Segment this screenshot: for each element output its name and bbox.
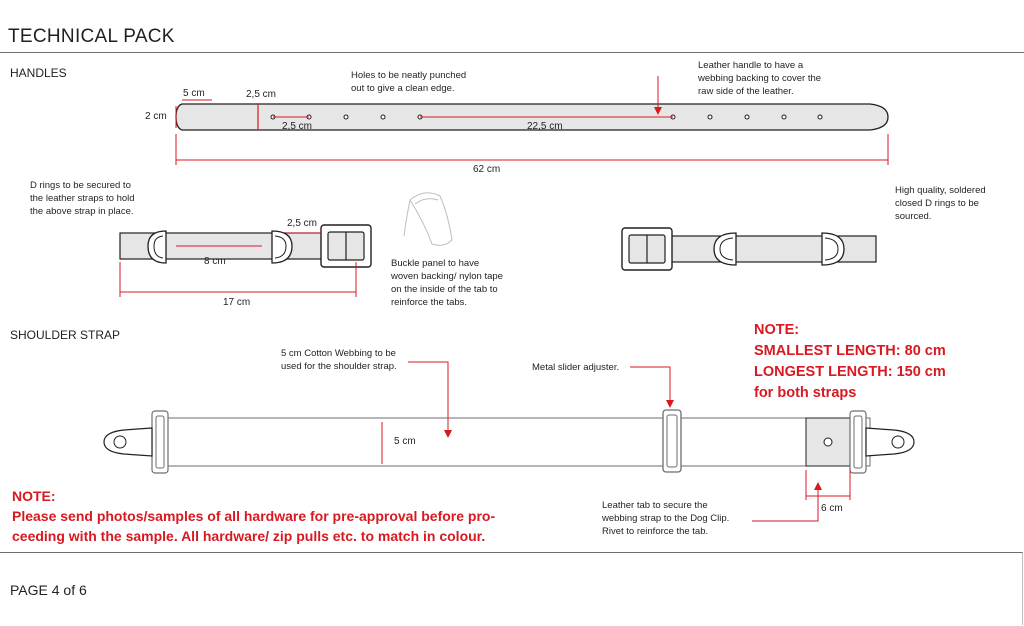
dim-width: 2 cm xyxy=(145,111,167,122)
note-line: SMALLEST LENGTH: 80 cm xyxy=(754,343,946,359)
note-line: the above strap in place. xyxy=(30,206,134,217)
note-line: webbing strap to the Dog Clip. xyxy=(602,513,730,524)
note-line: Rivet to reinforce the tab. xyxy=(602,526,709,537)
note-heading: NOTE: xyxy=(754,322,800,338)
note-line: Leather tab to secure the xyxy=(602,500,708,511)
note-buckle-panel: Buckle panel to have woven backing/ nylo… xyxy=(391,257,503,309)
note-line: Please send photos/samples of all hardwa… xyxy=(12,508,496,524)
page-number: PAGE 4 of 6 xyxy=(10,582,87,598)
note-cotton-webbing: 5 cm Cotton Webbing to be used for the s… xyxy=(281,347,397,373)
note-line: ceeding with the sample. All hardware/ z… xyxy=(12,528,486,544)
dim-end-length: 5 cm xyxy=(183,88,205,99)
note-line: Metal slider adjuster. xyxy=(532,362,620,373)
note-hardware-approval: NOTE: Please send photos/samples of all … xyxy=(12,486,495,546)
note-heading: NOTE: xyxy=(12,488,56,504)
note-line: Holes to be neatly punched xyxy=(351,70,467,81)
dim-ring-span: 8 cm xyxy=(204,256,226,267)
dim-tab-length: 17 cm xyxy=(223,297,251,308)
buckle-panel-sketch xyxy=(403,192,453,246)
note-line: D rings to be secured to xyxy=(30,180,131,191)
note-leather-tab: Leather tab to secure the webbing strap … xyxy=(602,499,729,538)
shoulder-strap xyxy=(103,409,915,474)
note-metal-slider: Metal slider adjuster. xyxy=(532,361,619,374)
note-line: woven backing/ nylon tape xyxy=(391,271,503,282)
footer-panel xyxy=(0,552,1023,625)
note-line: raw side of the leather. xyxy=(698,86,794,97)
note-line: reinforce the tabs. xyxy=(391,297,468,308)
note-holes: Holes to be neatly punched out to give a… xyxy=(351,69,466,95)
dim-tab-width: 6 cm xyxy=(821,503,843,514)
note-line: LONGEST LENGTH: 150 cm xyxy=(754,364,946,380)
note-line: sourced. xyxy=(895,211,932,222)
dim-hole-offset: 2,5 cm xyxy=(246,89,277,100)
note-line: the leather straps to hold xyxy=(30,193,135,204)
shoulder-strap-dimension-lines xyxy=(381,361,851,522)
dim-hole-spacing: 2,5 cm xyxy=(282,121,313,132)
note-d-rings-quality: High quality, soldered closed D rings to… xyxy=(895,184,986,223)
handle-dimension-lines xyxy=(175,76,889,165)
note-d-rings-secured: D rings to be secured to the leather str… xyxy=(30,179,135,218)
note-line: High quality, soldered xyxy=(895,185,986,196)
title-divider xyxy=(0,52,1024,53)
note-line: closed D rings to be xyxy=(895,198,979,209)
note-leather-handle: Leather handle to have a webbing backing… xyxy=(698,59,821,98)
note-line: on the inside of the tab to xyxy=(391,284,498,295)
d-ring-tab-left xyxy=(119,224,372,268)
note-line: used for the shoulder strap. xyxy=(281,361,397,372)
d-ring-tab-right xyxy=(621,227,877,271)
dim-total-length: 62 cm xyxy=(473,164,501,175)
d-ring-tab-dimension-lines xyxy=(119,232,357,297)
note-line: Leather handle to have a xyxy=(698,60,804,71)
note-line: out to give a clean edge. xyxy=(351,83,455,94)
dim-tab-offset: 2,5 cm xyxy=(287,218,318,229)
note-line: for both straps xyxy=(754,385,857,401)
page-title: TECHNICAL PACK xyxy=(8,26,175,47)
dim-middle-span: 22,5 cm xyxy=(527,121,563,132)
note-line: 5 cm Cotton Webbing to be xyxy=(281,348,396,359)
note-line: webbing backing to cover the xyxy=(698,73,822,84)
section-heading-handles: HANDLES xyxy=(10,66,67,80)
dim-strap-width: 5 cm xyxy=(394,436,416,447)
section-heading-shoulder-strap: SHOULDER STRAP xyxy=(10,328,121,342)
note-strap-lengths: NOTE: SMALLEST LENGTH: 80 cm LONGEST LEN… xyxy=(754,320,946,404)
note-line: Buckle panel to have xyxy=(391,258,480,269)
